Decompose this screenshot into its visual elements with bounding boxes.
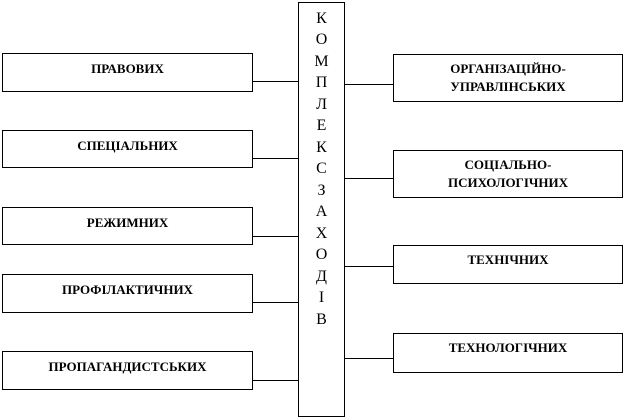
center-letter: Д	[316, 268, 327, 285]
connector-right-4	[345, 358, 393, 359]
box-organizational-line2: УПРАВЛІНСЬКИХ	[450, 79, 566, 94]
box-socio-psychological-line1: СОЦІАЛЬНО-	[464, 157, 552, 172]
center-letter: К	[316, 10, 327, 27]
center-letter: І	[318, 289, 325, 306]
connector-left-2	[252, 158, 298, 159]
box-technological-label: ТЕХНОЛОГІЧНИХ	[448, 340, 568, 355]
box-technological: ТЕХНОЛОГІЧНИХ	[393, 333, 623, 373]
box-regime: РЕЖИМНИХ	[2, 207, 253, 245]
center-letter: М	[314, 53, 329, 70]
center-letter: Х	[315, 225, 328, 242]
box-technical: ТЕХНІЧНИХ	[393, 245, 623, 284]
box-special: СПЕЦІАЛЬНИХ	[2, 130, 253, 168]
box-preventive: ПРОФІЛАКТИЧНИХ	[2, 274, 253, 313]
connector-right-1	[345, 84, 393, 85]
connector-left-3	[252, 236, 298, 237]
center-letter: Л	[316, 96, 327, 113]
connector-left-5	[252, 380, 298, 381]
center-letter: О	[315, 31, 328, 48]
center-letter: К	[316, 139, 327, 156]
center-letter: С	[316, 160, 327, 177]
box-propaganda: ПРОПАГАНДИСТСЬКИХ	[2, 351, 253, 390]
box-socio-psychological-line2: ПСИХОЛОГІЧНИХ	[447, 175, 569, 190]
connector-left-1	[252, 81, 298, 82]
box-socio-psychological: СОЦІАЛЬНО- ПСИХОЛОГІЧНИХ	[393, 150, 623, 198]
box-propaganda-label: ПРОПАГАНДИСТСЬКИХ	[48, 359, 207, 374]
connector-right-2	[345, 178, 393, 179]
center-letter: А	[315, 203, 328, 220]
box-legal-label: ПРАВОВИХ	[91, 61, 164, 76]
box-organizational-line1: ОРГАНІЗАЦІЙНО-	[450, 61, 566, 76]
box-preventive-label: ПРОФІЛАКТИЧНИХ	[62, 282, 193, 297]
center-letter: П	[315, 74, 328, 91]
box-legal: ПРАВОВИХ	[2, 53, 253, 92]
box-technical-label: ТЕХНІЧНИХ	[467, 252, 549, 267]
center-letter: О	[315, 246, 328, 263]
box-special-label: СПЕЦІАЛЬНИХ	[77, 138, 178, 153]
center-letter: Е	[316, 117, 327, 134]
connector-right-3	[345, 266, 393, 267]
box-organizational: ОРГАНІЗАЦІЙНО- УПРАВЛІНСЬКИХ	[393, 54, 623, 102]
box-regime-label: РЕЖИМНИХ	[86, 215, 169, 230]
center-box-measures-complex: К О М П Л Е К С З А Х О Д І В	[298, 2, 345, 417]
center-letter: В	[316, 311, 327, 328]
connector-left-4	[252, 302, 298, 303]
center-letter: З	[317, 182, 326, 199]
